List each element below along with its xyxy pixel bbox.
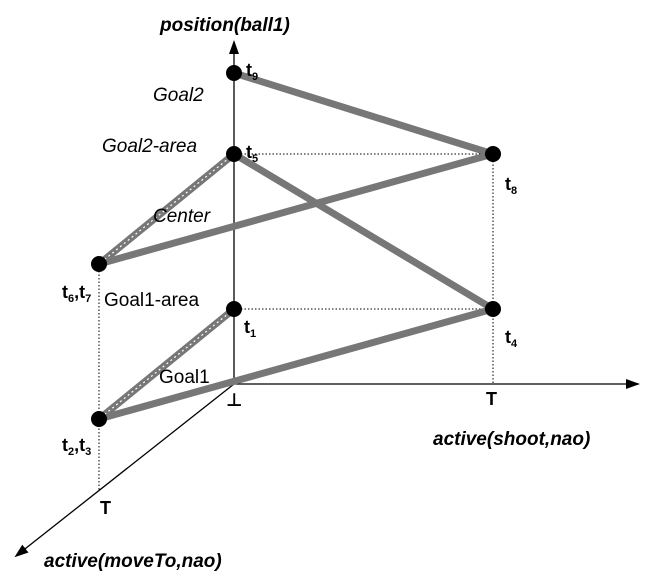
segment-t23-t4 xyxy=(95,305,497,423)
time-label-t5: t5 xyxy=(246,142,258,165)
node-t1 xyxy=(226,301,242,317)
vertical-axis-title: position(ball1) xyxy=(159,15,290,36)
node-t8 xyxy=(485,146,501,162)
move-top-value: T xyxy=(100,498,111,518)
segment-t4-t5 xyxy=(230,150,497,313)
overlay-t1-t23 xyxy=(98,308,235,420)
horizontal-axis-title: active(shoot,nao) xyxy=(433,429,590,450)
segment-t67-t8 xyxy=(95,150,497,268)
region-goal2: Goal2 xyxy=(153,85,204,106)
time-label-t23: t2,t3 xyxy=(62,435,91,458)
node-t67 xyxy=(91,256,107,272)
time-label-t8: t8 xyxy=(505,174,517,197)
segment-t8-t9 xyxy=(230,69,497,158)
time-label-t4: t4 xyxy=(505,327,518,350)
depth-axis xyxy=(14,383,235,558)
node-t5 xyxy=(226,146,242,162)
region-center: Center xyxy=(153,206,211,227)
region-goal2-area: Goal2-area xyxy=(102,136,197,157)
time-label-t1: t1 xyxy=(244,317,256,340)
overlay-t5-t67 xyxy=(98,153,235,265)
time-label-t67: t6,t7 xyxy=(62,282,91,305)
node-t4 xyxy=(485,301,501,317)
region-goal1-area: Goal1-area xyxy=(104,290,199,311)
time-label-t9: t9 xyxy=(246,60,258,83)
bottom-value: ⊥ xyxy=(226,390,242,410)
depth-axis-title: active(moveTo,nao) xyxy=(44,551,222,572)
region-goal1: Goal1 xyxy=(159,367,210,388)
node-t9 xyxy=(226,65,242,81)
shoot-top-value: T xyxy=(486,389,497,409)
node-t23 xyxy=(91,411,107,427)
